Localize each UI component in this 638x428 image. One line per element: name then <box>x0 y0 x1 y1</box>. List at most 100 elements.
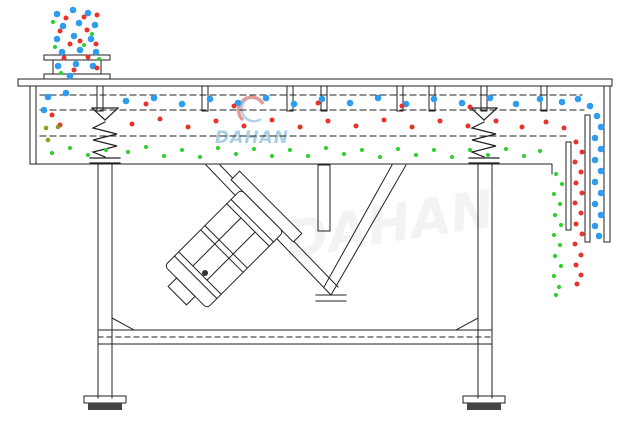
particle-green <box>521 153 527 159</box>
particle-green <box>197 154 203 160</box>
particle-red <box>185 124 191 130</box>
particle-red <box>579 149 585 155</box>
particle-blue <box>486 94 494 102</box>
particle-green <box>96 56 102 62</box>
particle-red <box>71 67 77 73</box>
particle-green <box>103 147 109 153</box>
brand-logo-swirl-red <box>236 95 265 122</box>
particle-red <box>84 27 90 33</box>
particle-red <box>493 118 499 124</box>
particle-blue <box>318 95 326 103</box>
particle-green <box>52 44 58 50</box>
particle-blue <box>595 232 603 240</box>
particle-red <box>519 124 525 130</box>
particle-olive <box>43 125 49 131</box>
particle-green <box>125 149 131 155</box>
particle-green <box>551 232 557 238</box>
particle-red <box>269 117 275 123</box>
particle-green <box>467 147 473 153</box>
particle-green <box>143 144 149 150</box>
particle-blue <box>597 145 605 153</box>
particle-blue <box>591 222 599 230</box>
particle-red <box>573 262 579 268</box>
particle-blue <box>44 93 52 101</box>
particle-green <box>269 153 275 159</box>
particle-blue <box>72 60 80 68</box>
particle-green <box>161 153 167 159</box>
particle-green <box>251 146 257 152</box>
particle-green <box>50 19 56 25</box>
left-spring <box>89 107 121 164</box>
particle-blue <box>40 106 48 114</box>
particle-blue <box>234 99 242 107</box>
particle-green <box>215 145 221 151</box>
particle-green <box>559 181 565 187</box>
particle-green <box>537 148 543 154</box>
particle-green <box>179 147 185 153</box>
particle-blue <box>75 19 83 27</box>
particle-red <box>213 118 219 124</box>
vibration-motor <box>165 170 303 308</box>
particle-blue <box>92 48 100 56</box>
particle-blue <box>84 9 92 17</box>
particle-red <box>573 139 579 145</box>
particle-blue <box>536 95 544 103</box>
particle-red <box>467 104 473 110</box>
particle-blue <box>62 89 70 97</box>
particle-red <box>77 38 83 44</box>
particle-blue <box>597 123 605 131</box>
particle-blue <box>206 95 214 103</box>
particle-green <box>558 263 564 269</box>
particle-blue <box>76 46 84 54</box>
particle-green <box>359 147 365 153</box>
particle-green <box>81 42 87 48</box>
particle-red <box>94 65 100 71</box>
motor-bolt <box>202 270 208 276</box>
particle-green <box>552 212 558 218</box>
particle-red <box>579 231 585 237</box>
particle-blue <box>66 72 74 80</box>
particle-blue <box>574 95 582 103</box>
particle-red <box>129 121 135 127</box>
particle-blue <box>558 98 566 106</box>
particle-green <box>431 147 437 153</box>
particle-green <box>341 151 347 157</box>
particle-green <box>449 154 455 160</box>
particle-red <box>57 28 63 34</box>
particle-blue <box>586 102 594 110</box>
particle-blue <box>58 48 66 56</box>
particle-blue <box>262 94 270 102</box>
particle-green <box>85 152 91 158</box>
particle-blue <box>597 167 605 175</box>
particle-red <box>465 123 471 129</box>
particle-red <box>409 124 415 130</box>
particle-green <box>49 150 55 156</box>
particle-blue <box>290 100 298 108</box>
particle-red <box>315 100 321 106</box>
particle-red <box>67 41 73 47</box>
particle-blue <box>597 189 605 197</box>
particle-blue <box>150 94 158 102</box>
left-leg <box>83 162 127 404</box>
particle-red <box>578 272 584 278</box>
particle-blue <box>53 35 61 43</box>
particle-blue <box>178 100 186 108</box>
particle-red <box>561 125 567 131</box>
particle-red <box>437 118 443 124</box>
brand-logo-swirl-blue <box>240 97 262 123</box>
particle-blue <box>591 200 599 208</box>
particle-red <box>381 117 387 123</box>
particle-green <box>558 222 564 228</box>
particle-green <box>58 70 64 76</box>
particle-red <box>49 112 55 118</box>
particle-red <box>399 103 405 109</box>
particle-blue <box>591 156 599 164</box>
particle-red <box>353 123 359 129</box>
particle-green <box>67 145 73 151</box>
particle-red <box>325 118 331 124</box>
particle-red <box>578 169 584 175</box>
particle-blue <box>458 99 466 107</box>
particle-red <box>63 15 69 21</box>
particle-green <box>556 284 562 290</box>
particle-blue <box>430 95 438 103</box>
